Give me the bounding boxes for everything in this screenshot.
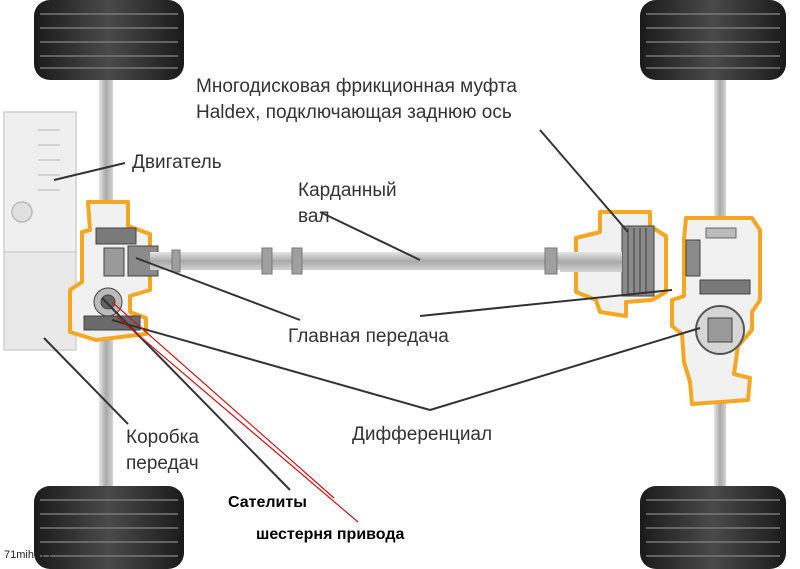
label-haldex-line1: Многодисковая фрикционная муфта [196,76,517,97]
engine-block [3,111,77,351]
label-satellites: Сателиты [228,494,307,511]
front-gears [83,227,159,331]
label-drive-gear: шестерня привода [256,526,404,543]
label-differential: Дифференциал [352,424,492,445]
rear-diff-gears [685,227,751,355]
wheel-rear-top [640,0,786,80]
haldex-clutch [560,225,655,297]
label-gearbox-line1: Коробка [126,427,199,448]
wheel-front-top [34,0,184,80]
wheel-rear-bottom [640,486,786,569]
label-gearbox-line2: передач [126,453,199,474]
label-driveshaft-line2: вал [298,206,330,227]
label-driveshaft-line1: Карданный [298,180,397,201]
label-haldex-line2: Haldex, подключающая заднюю ось [196,102,512,123]
red-leader-lines [111,301,359,523]
label-engine: Двигатель [132,152,222,173]
wheel-front-bottom [34,486,184,569]
watermark: 71miha71 [4,549,52,561]
driveshaft-joints [171,247,558,275]
label-main-gear: Главная передача [288,326,449,347]
driveshaft [150,252,560,270]
